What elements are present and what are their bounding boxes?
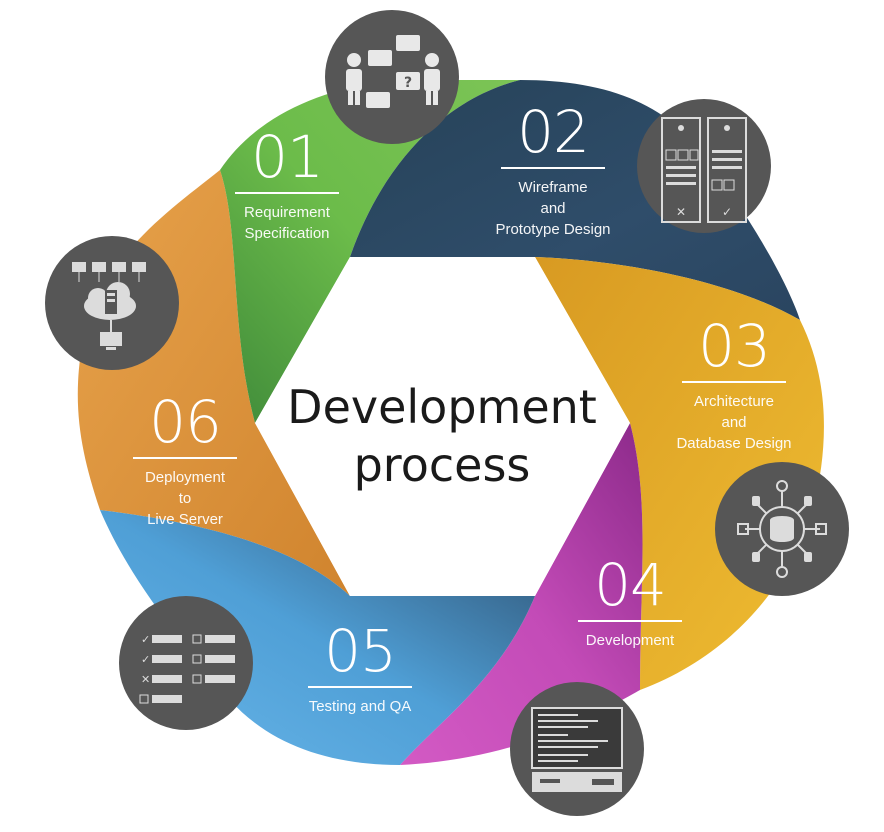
step-caption-line: Database Design xyxy=(676,435,792,452)
svg-text:✕: ✕ xyxy=(141,673,150,686)
diagram-title: Development process xyxy=(262,378,622,494)
svg-text:✓: ✓ xyxy=(141,653,150,666)
step-number: 05 xyxy=(324,617,397,685)
step-caption-line: Testing and QA xyxy=(308,698,412,715)
step-caption-line: Development xyxy=(585,632,675,649)
step-caption-line: Live Server xyxy=(147,511,223,528)
step-number: 02 xyxy=(517,98,590,166)
segment-01 xyxy=(220,80,520,423)
divider xyxy=(578,620,682,622)
step-caption-line: Deployment xyxy=(144,469,226,486)
segment-04 xyxy=(400,423,643,765)
step-number: 04 xyxy=(594,551,667,619)
step-caption-line: to xyxy=(178,490,192,507)
svg-text:?: ? xyxy=(404,75,412,91)
step-05-label: 05 Testing and QA xyxy=(290,622,430,717)
svg-text:✕: ✕ xyxy=(676,205,686,219)
cloud-network-icon xyxy=(45,236,179,370)
svg-text:✓: ✓ xyxy=(141,633,150,646)
step-caption-line: and xyxy=(721,414,747,431)
title-line: process xyxy=(353,438,531,492)
code-monitor-icon xyxy=(510,682,644,816)
step-number: 06 xyxy=(149,388,222,456)
divider xyxy=(501,167,605,169)
step-caption-line: Specification xyxy=(244,225,330,242)
step-03-label: 03 Architecture and Database Design xyxy=(664,317,804,454)
checklist-icon: ✓ ✓ ✕ xyxy=(119,596,253,730)
divider xyxy=(308,686,412,688)
step-number: 03 xyxy=(698,312,771,380)
title-line: Development xyxy=(287,380,597,434)
step-04-label: 04 Development xyxy=(570,556,690,651)
center-hexagon xyxy=(255,257,630,596)
divider xyxy=(235,192,339,194)
step-caption-line: Prototype Design xyxy=(495,221,611,238)
segment-05 xyxy=(100,510,535,765)
database-icon xyxy=(715,462,849,596)
step-caption-line: and xyxy=(540,200,566,217)
step-06-label: 06 Deployment to Live Server xyxy=(120,393,250,530)
step-caption-line: Architecture xyxy=(693,393,775,410)
step-number: 01 xyxy=(251,123,324,191)
svg-text:✓: ✓ xyxy=(722,205,732,219)
step-02-label: 02 Wireframe and Prototype Design xyxy=(478,103,628,240)
wireframe-icon: ✕ ✓ xyxy=(637,99,771,233)
divider xyxy=(682,381,786,383)
step-caption-line: Wireframe xyxy=(518,179,588,196)
step-caption-line: Requirement xyxy=(244,204,330,221)
divider xyxy=(133,457,237,459)
step-01-label: 01 Requirement Specification xyxy=(222,128,352,244)
people-chat-icon: ? xyxy=(325,10,459,144)
